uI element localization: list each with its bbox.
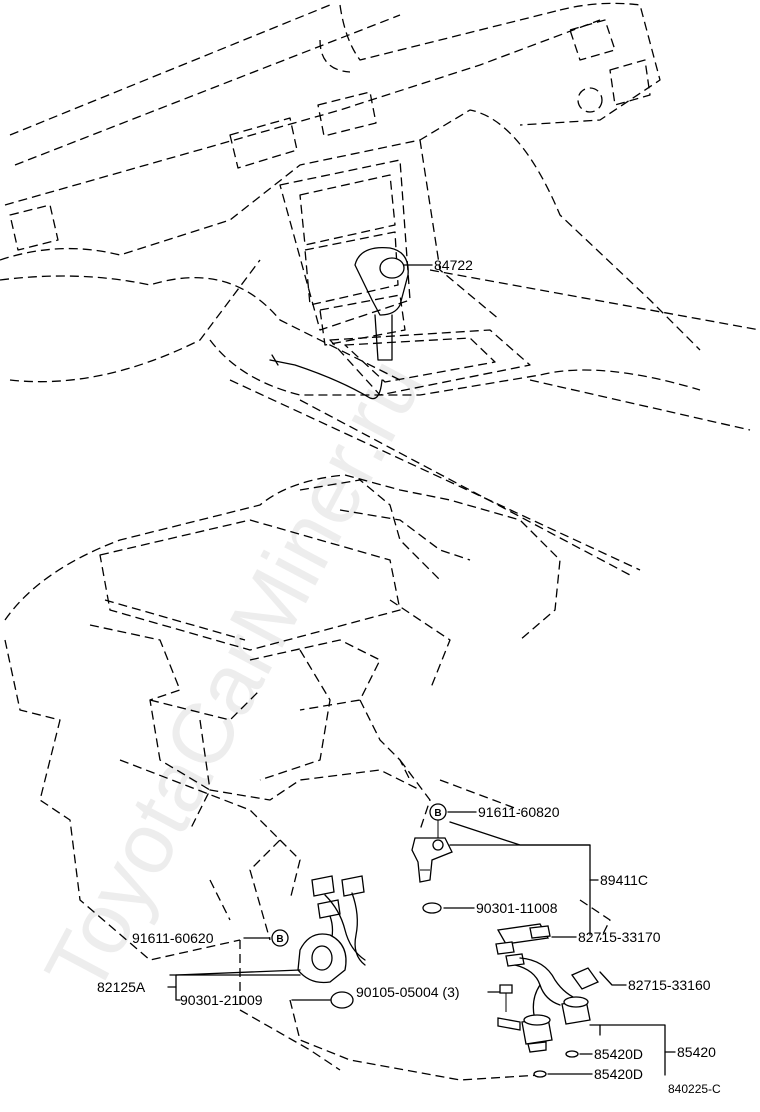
clamp-82715-33170 bbox=[496, 923, 551, 945]
callout-84722: 84722 bbox=[434, 257, 473, 273]
bolt-marker-top-label: B bbox=[434, 808, 441, 819]
callout-91611-60820: 91611-60820 bbox=[478, 804, 560, 820]
callout-89411C: 89411C bbox=[600, 872, 648, 888]
figure-code: 840225-C bbox=[668, 1082, 721, 1096]
callout-82715-33160: 82715-33160 bbox=[628, 977, 711, 993]
callout-91611-60620: 91611-60620 bbox=[132, 930, 214, 946]
callout-90301-21009: 90301-21009 bbox=[180, 992, 263, 1008]
solenoid-connectors bbox=[495, 941, 581, 1021]
bolt-marker-left-label: B bbox=[276, 934, 283, 945]
callout-85420D-2: 85420D bbox=[594, 1066, 643, 1082]
bolt-marker-top bbox=[429, 803, 447, 821]
bolt-marker-left bbox=[271, 929, 289, 947]
dashboard-outline bbox=[0, 2, 760, 576]
speed-sensor bbox=[411, 820, 453, 883]
callout-82125A: 82125A bbox=[97, 979, 146, 995]
callout-85420D-1: 85420D bbox=[594, 1046, 643, 1062]
wire-harness bbox=[297, 875, 366, 984]
callout-82715-33170: 82715-33170 bbox=[578, 929, 661, 945]
o-ring-85420D-1 bbox=[565, 1050, 579, 1058]
clamp-82715-33160 bbox=[571, 967, 599, 990]
o-ring-85420D-2 bbox=[533, 1070, 547, 1078]
watermark: ToyotaCarMiner.ru bbox=[27, 343, 442, 1008]
o-ring-left bbox=[330, 991, 354, 1009]
callout-90105-05004: 90105-05004 (3) bbox=[356, 984, 460, 1000]
bolt-90105 bbox=[499, 984, 513, 1012]
o-ring-top bbox=[422, 902, 442, 914]
callout-90301-11008: 90301-11008 bbox=[476, 900, 558, 916]
shift-lever bbox=[269, 246, 409, 400]
callout-85420: 85420 bbox=[677, 1044, 716, 1060]
solenoid-valves bbox=[497, 996, 591, 1053]
